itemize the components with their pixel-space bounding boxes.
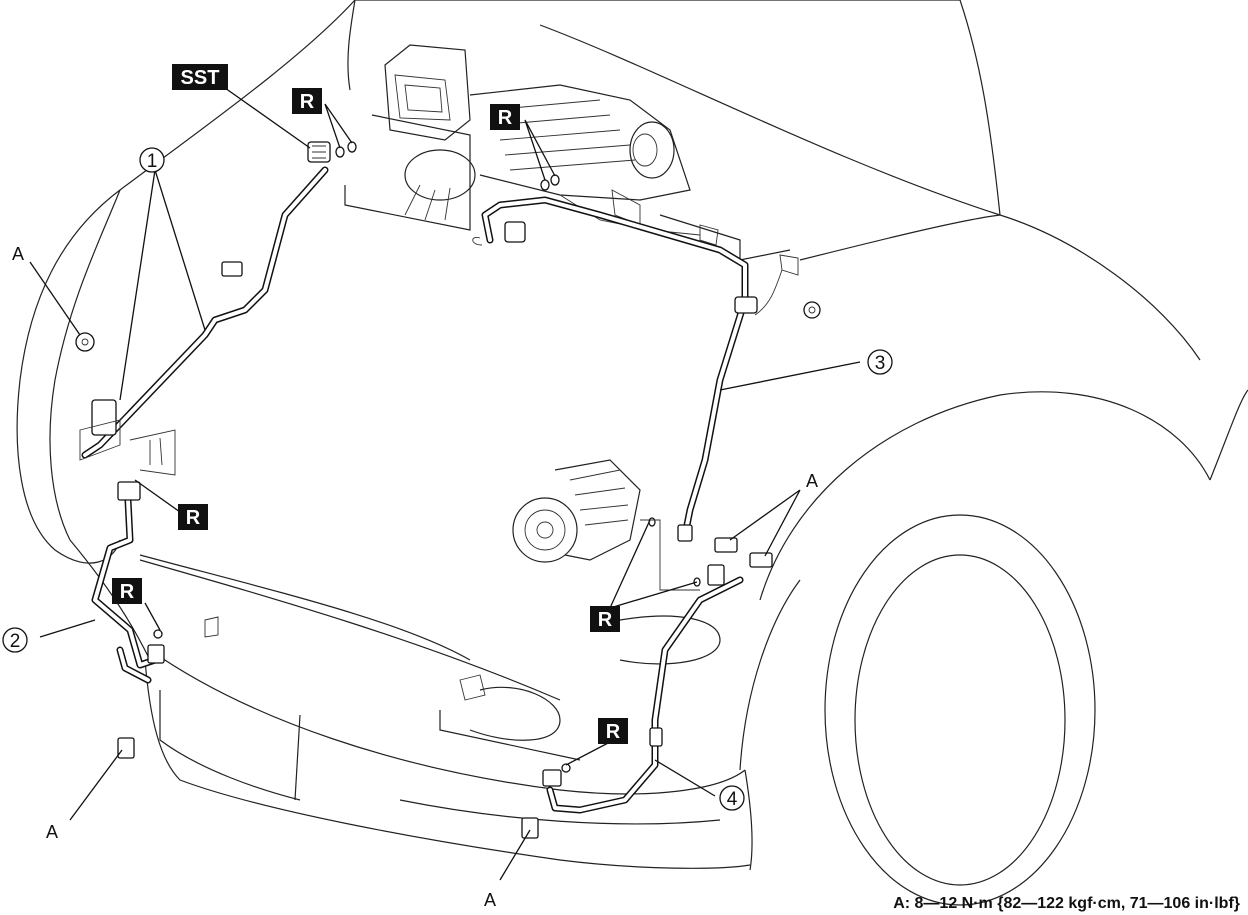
pipes [81,166,749,814]
fastener-label-a: A [806,471,818,491]
replace-label: R [120,581,135,603]
sst-badge: SST [172,64,228,90]
vehicle-body-outline [16,0,1248,906]
callout-3: 3 [867,349,893,375]
replace-label: R [606,721,621,743]
small-parts [75,141,821,839]
callout-number: 1 [147,151,158,172]
replace-badge-5: R [590,606,620,632]
hvac-unit [344,44,791,261]
sst-label: SST [181,67,220,89]
replace-badge-2: R [490,104,520,130]
replace-label: R [186,507,201,529]
replace-label: R [598,609,613,631]
replace-badge-3: R [178,504,208,530]
callout-number: 3 [875,353,886,374]
replace-label: R [300,91,315,113]
replace-badge-1: R [292,88,322,114]
callout-number: 4 [727,789,738,810]
fastener-label-a: A [484,890,496,910]
callout-number: 2 [10,631,21,652]
callout-4: 4 [719,785,745,811]
replace-label: R [498,107,513,129]
leader-lines [29,87,861,881]
fastener-label-a: A [12,244,24,264]
callout-1: 1 [139,147,165,173]
torque-specification-note: A: 8—12 N·m {82—122 kgf·cm, 71—106 in·lb… [893,895,1240,912]
callout-2: 2 [2,627,28,653]
replace-badge-4: R [112,578,142,604]
fastener-label-a: A [46,822,58,842]
replace-badge-6: R [598,718,628,744]
